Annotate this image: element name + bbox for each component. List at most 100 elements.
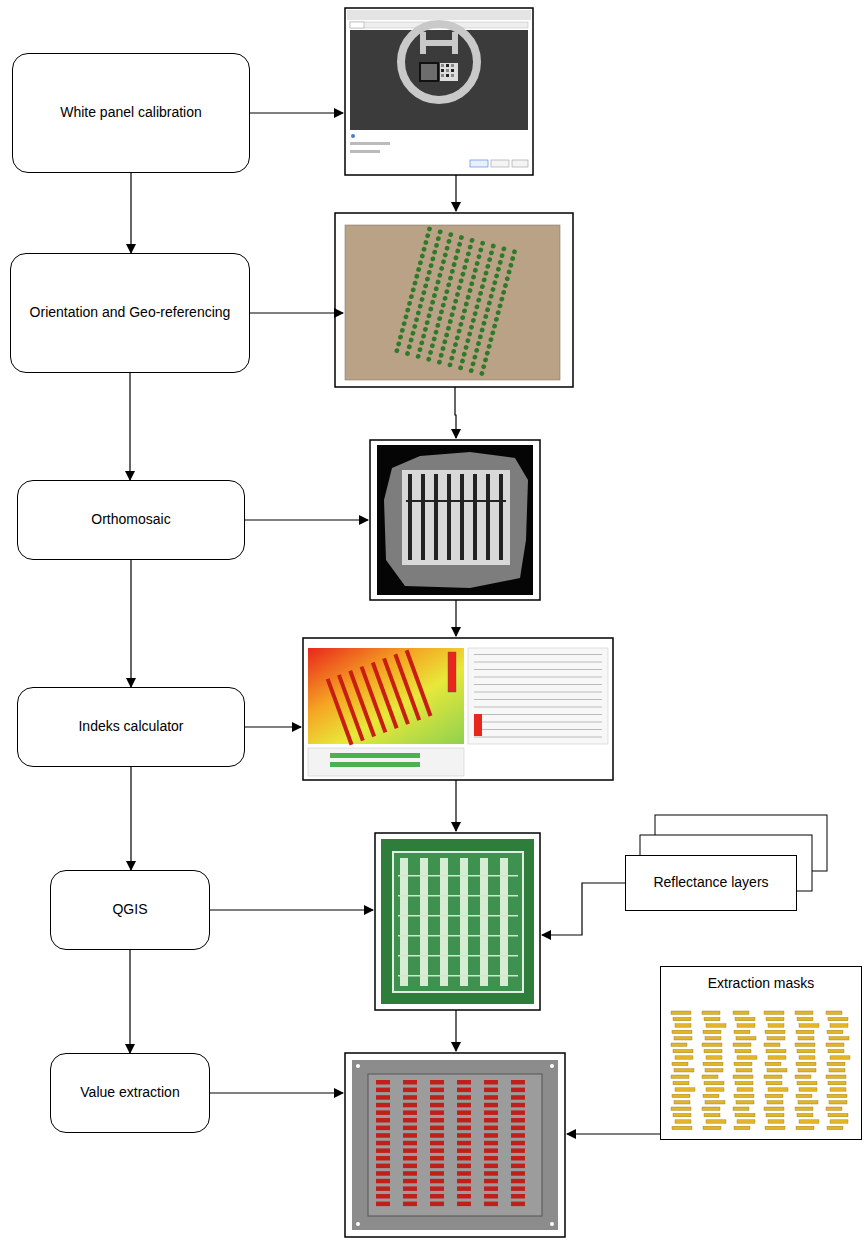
camera-point (465, 294, 471, 300)
camera-point (398, 334, 404, 340)
mask-polygon (737, 1120, 755, 1123)
camera-point (478, 290, 484, 296)
extracted-plot (403, 1202, 417, 1207)
mask-polygon (672, 1094, 690, 1097)
node-label: Indeks calculator (72, 718, 189, 736)
mask-polygon (706, 1120, 726, 1123)
camera-point (472, 354, 478, 360)
camera-point (476, 297, 482, 303)
mask-polygon (828, 1049, 844, 1052)
extracted-plot (511, 1133, 525, 1138)
arrow-line (250, 312, 343, 313)
camera-point (476, 254, 482, 260)
camera-point (439, 309, 445, 315)
mask-polygon (830, 1120, 848, 1123)
index-rows (326, 650, 433, 746)
extracted-plot (457, 1179, 471, 1184)
extracted-plot (511, 1088, 525, 1093)
camera-point (497, 259, 503, 265)
camera-point (444, 332, 450, 338)
extracted-plot (511, 1110, 525, 1115)
crop-row (406, 500, 506, 502)
flow-arrow (130, 560, 131, 687)
radio (351, 134, 355, 138)
mask-polygon (675, 1088, 695, 1091)
extracted-plot (511, 1080, 525, 1085)
mask-polygon (736, 1037, 756, 1040)
camera-point (458, 365, 464, 371)
mask-polygon (797, 1017, 813, 1020)
camera-point (437, 229, 443, 235)
progress-bar (330, 762, 420, 767)
camera-point (461, 351, 467, 357)
crop-row (460, 474, 464, 560)
extracted-plot (430, 1118, 444, 1123)
extracted-plot (457, 1194, 471, 1199)
extracted-plot (457, 1088, 471, 1093)
extracted-plot (457, 1118, 471, 1123)
camera-point (460, 315, 466, 321)
mask-polygon (735, 1113, 755, 1116)
crop-row (440, 858, 448, 986)
extracted-plot (403, 1179, 417, 1184)
camera-point (437, 316, 443, 322)
mask-polygon (767, 1101, 783, 1104)
camera-point (510, 256, 516, 262)
mask-polygon (796, 1094, 812, 1097)
camera-point (421, 333, 427, 339)
camera-point (469, 324, 475, 330)
camera-point (415, 353, 421, 359)
camera-point (508, 262, 514, 268)
camera-point (449, 355, 455, 361)
arrow-line (210, 1092, 343, 1093)
camera-point (449, 312, 455, 318)
extracted-plot (457, 1202, 471, 1207)
mask-polygon (764, 1043, 780, 1046)
arrow-line (210, 909, 373, 910)
camera-point (490, 243, 496, 249)
extracted-plot (511, 1148, 525, 1153)
mask-polygon (829, 1101, 847, 1104)
mask-polygon (675, 1056, 693, 1059)
extracted-plot (403, 1110, 417, 1115)
camera-point (488, 293, 494, 299)
camera-point (465, 251, 471, 257)
panel-line (474, 654, 602, 655)
extracted-plot (403, 1133, 417, 1138)
mask-polygon (798, 1069, 816, 1072)
extracted-plot (457, 1110, 471, 1115)
extracted-plot (376, 1186, 390, 1191)
mask-box: Extraction masks (660, 966, 862, 1140)
qr-cell (441, 64, 444, 67)
camera-point (490, 287, 496, 293)
extracted-plot (484, 1171, 498, 1176)
node-label: QGIS (106, 901, 153, 919)
mosaic-background (377, 445, 533, 595)
mask-polygon (798, 1101, 818, 1104)
mask-polygon (764, 1011, 784, 1014)
camera-point (467, 331, 473, 337)
extracted-plot (403, 1171, 417, 1176)
camera-point (470, 361, 476, 367)
process-box: Indeks calculator (17, 687, 245, 767)
camera-point (435, 279, 441, 285)
legend-ramp (474, 714, 482, 736)
mask-polygon (799, 1056, 815, 1059)
mask-polygon (765, 1126, 785, 1129)
process-box: White panel calibration (12, 53, 250, 173)
mask-polygon (827, 1126, 843, 1129)
mask-polygon (796, 1062, 816, 1065)
camera-point (444, 245, 450, 251)
camera-point (407, 300, 413, 306)
mask-polygon (704, 1113, 720, 1116)
camera-point (440, 346, 446, 352)
index-screenshot (303, 638, 613, 780)
camera-point (442, 295, 448, 301)
button (470, 160, 488, 167)
mask-polygon (830, 1088, 846, 1091)
plot-border (393, 852, 523, 992)
extracted-plot (457, 1156, 471, 1161)
extracted-plot (484, 1156, 498, 1161)
crop-row (473, 474, 477, 560)
crop-row (400, 858, 408, 986)
